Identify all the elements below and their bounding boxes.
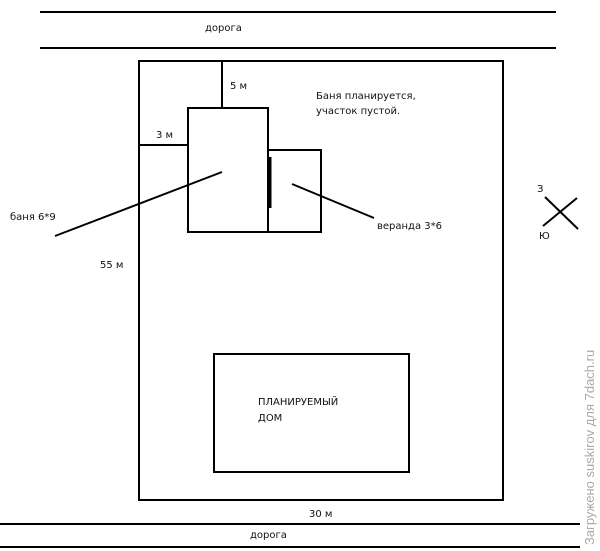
- veranda-label: веранда 3*6: [377, 221, 442, 232]
- compass-line-1: [544, 196, 579, 230]
- veranda-rect: [267, 149, 322, 233]
- plot-boundary: [138, 60, 504, 501]
- dist-left-label: 3 м: [156, 130, 173, 141]
- house-rect: [213, 353, 410, 473]
- banya-label: баня 6*9: [10, 212, 56, 223]
- house-label-1: ПЛАНИРУЕМЫЙ: [258, 395, 338, 408]
- plot-width-label: 30 м: [309, 509, 332, 520]
- watermark: Загружено suskirov для 7dach.ru: [582, 350, 597, 545]
- note-line-1: Баня планируется,: [316, 91, 416, 102]
- plot-length-label: 55 м: [100, 260, 123, 271]
- dist-top-label: 5 м: [230, 81, 247, 92]
- compass-west-label: З: [537, 184, 543, 195]
- banya-pointer: [54, 171, 223, 237]
- road-bottom-label: дорога: [250, 530, 287, 541]
- road-top-label: дорога: [205, 23, 242, 34]
- banya-rect: [187, 107, 269, 233]
- compass-line-2: [542, 197, 578, 227]
- house-label-2: ДОМ: [258, 413, 282, 424]
- veranda-pointer: [291, 183, 375, 219]
- compass-south-label: Ю: [539, 231, 550, 242]
- note-line-2: участок пустой.: [316, 106, 400, 117]
